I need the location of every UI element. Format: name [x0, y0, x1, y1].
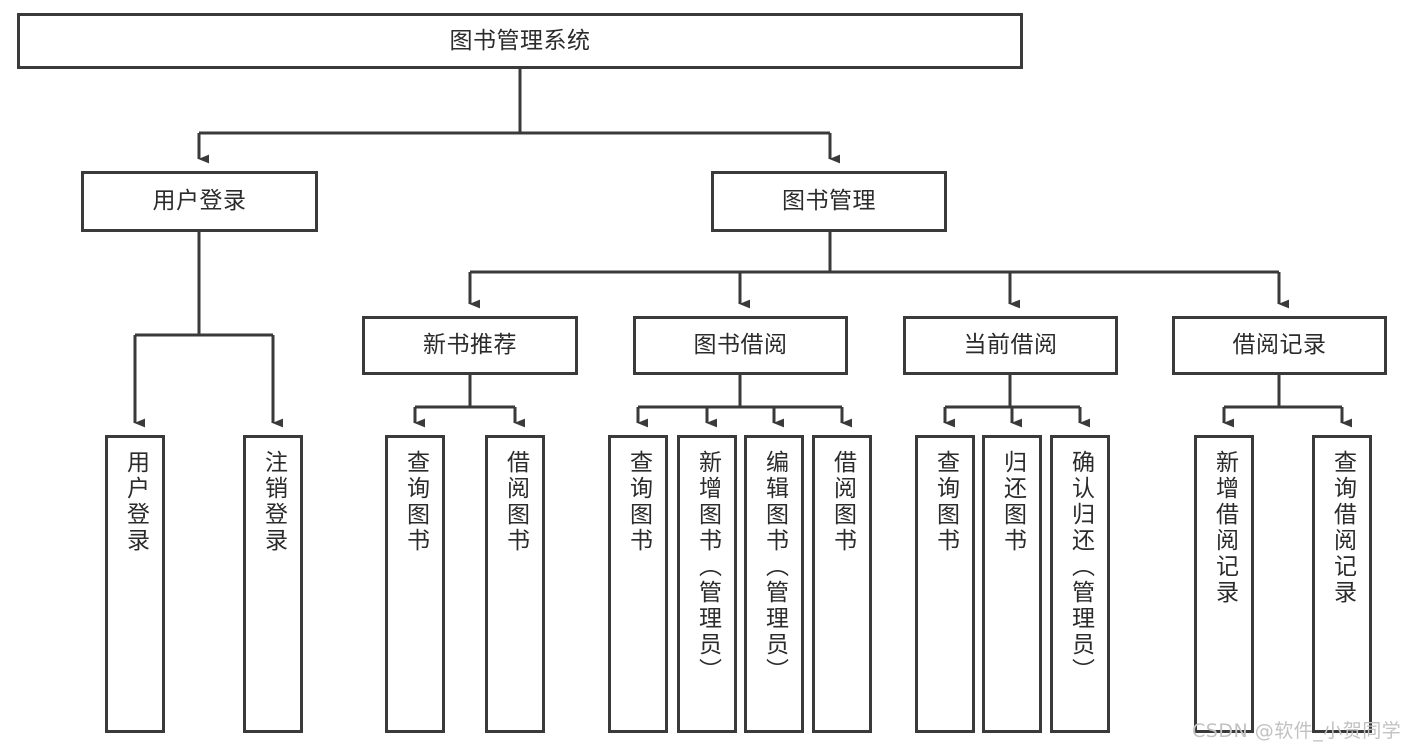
node-leaf-edit-book[interactable]: 编辑图书（管理员） [744, 435, 804, 733]
node-borrow-record[interactable]: 借阅记录 [1172, 316, 1387, 375]
node-leaf-add-record-label: 新增借阅记录 [1211, 450, 1238, 606]
node-leaf-edit-book-label: 编辑图书（管理员） [761, 450, 788, 684]
node-leaf-query-book-3-label: 查询图书 [932, 450, 959, 554]
node-leaf-logout-label: 注销登录 [260, 450, 287, 554]
node-leaf-add-book-label: 新增图书（管理员） [694, 450, 721, 684]
node-leaf-borrow-book-1[interactable]: 借阅图书 [485, 435, 545, 733]
node-book-manage-label: 图书管理 [782, 188, 876, 215]
node-current-borrow-label: 当前借阅 [963, 332, 1058, 359]
node-leaf-user-login[interactable]: 用户登录 [105, 435, 165, 733]
node-leaf-query-book-1[interactable]: 查询图书 [385, 435, 445, 733]
node-book-borrow[interactable]: 图书借阅 [633, 316, 848, 375]
node-leaf-add-book[interactable]: 新增图书（管理员） [677, 435, 737, 733]
node-leaf-confirm-return[interactable]: 确认归还（管理员） [1050, 435, 1110, 733]
node-leaf-return-book[interactable]: 归还图书 [982, 435, 1042, 733]
node-leaf-query-record[interactable]: 查询借阅记录 [1312, 435, 1372, 733]
node-leaf-user-login-label: 用户登录 [122, 450, 149, 554]
node-leaf-add-record[interactable]: 新增借阅记录 [1194, 435, 1254, 733]
node-leaf-logout[interactable]: 注销登录 [243, 435, 303, 733]
node-leaf-query-book-3[interactable]: 查询图书 [915, 435, 975, 733]
node-new-book-rec-label: 新书推荐 [423, 332, 517, 359]
node-leaf-borrow-book-2-label: 借阅图书 [829, 450, 856, 554]
node-leaf-query-record-label: 查询借阅记录 [1329, 450, 1356, 606]
node-book-borrow-label: 图书借阅 [693, 332, 788, 359]
node-book-manage[interactable]: 图书管理 [711, 171, 947, 232]
node-leaf-query-book-1-label: 查询图书 [402, 450, 429, 554]
node-borrow-record-label: 借阅记录 [1232, 332, 1327, 359]
node-leaf-query-book-2-label: 查询图书 [625, 450, 652, 554]
node-leaf-borrow-book-1-label: 借阅图书 [502, 450, 529, 554]
node-new-book-rec[interactable]: 新书推荐 [362, 316, 578, 375]
node-leaf-query-book-2[interactable]: 查询图书 [608, 435, 668, 733]
node-user-login[interactable]: 用户登录 [81, 171, 318, 232]
node-root[interactable]: 图书管理系统 [17, 13, 1023, 69]
node-root-label: 图书管理系统 [449, 27, 591, 54]
node-leaf-confirm-return-label: 确认归还（管理员） [1067, 450, 1094, 684]
node-leaf-borrow-book-2[interactable]: 借阅图书 [812, 435, 872, 733]
node-user-login-label: 用户登录 [152, 188, 247, 215]
node-leaf-return-book-label: 归还图书 [999, 450, 1026, 554]
node-current-borrow[interactable]: 当前借阅 [903, 316, 1118, 375]
